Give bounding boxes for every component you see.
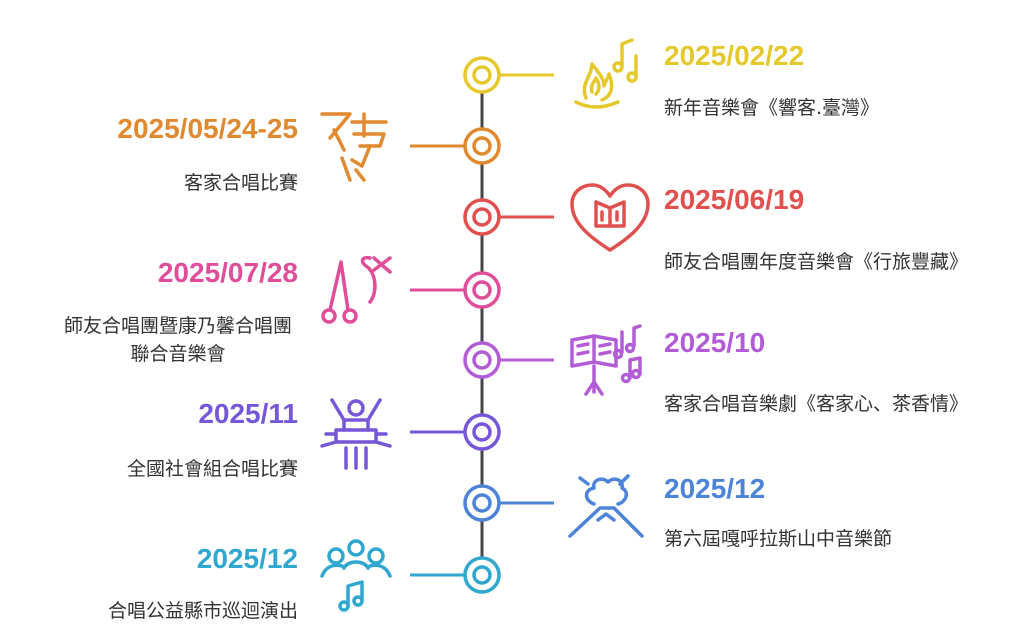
- event-date: 2025/10: [664, 327, 766, 358]
- event-date: 2025/11: [198, 398, 298, 429]
- timeline-node: [463, 413, 501, 451]
- event-description: 第六屆嘎呼拉斯山中音樂節: [664, 528, 893, 550]
- event-date: 2025/06/19: [664, 184, 805, 215]
- event-description: 師友合唱團年度音樂會《行旅豐藏》: [664, 251, 969, 273]
- music-stand-icon: [570, 324, 642, 396]
- choir-group-icon: [320, 539, 392, 612]
- event-description: 客家合唱音樂劇《客家心、茶香情》: [664, 393, 969, 415]
- scissors-gender-icon: [321, 255, 392, 324]
- timeline-node: [463, 484, 501, 522]
- timeline-node: [463, 341, 501, 379]
- timeline-node: [463, 198, 501, 236]
- event-date: 2025/12: [196, 543, 298, 574]
- event-date: 2025/05/24-25: [117, 113, 298, 144]
- mountain-smoke-icon: [568, 474, 644, 538]
- event-description: 客家合唱比賽: [183, 172, 298, 194]
- event-description: 合唱公益縣市巡迴演出: [107, 600, 298, 622]
- winner-banner-icon: [320, 398, 392, 470]
- event-description: 新年音樂會《響客.臺灣》: [664, 97, 880, 119]
- timeline-node: [463, 127, 501, 165]
- calligraphy-icon: [320, 112, 388, 182]
- campfire-music-icon: [574, 38, 638, 109]
- event-date: 2025/07/28: [157, 257, 298, 288]
- timeline-node: [463, 271, 501, 309]
- event-description: 師友合唱團暨康乃馨合唱團 聯合音樂會: [63, 315, 292, 365]
- timeline-node: [463, 556, 501, 594]
- event-description: 全國社會組合唱比賽: [126, 458, 298, 480]
- event-date: 2025/12: [664, 473, 766, 504]
- event-date: 2025/02/22: [664, 40, 805, 71]
- timeline-node: [463, 56, 501, 94]
- heart-book-icon: [570, 183, 650, 252]
